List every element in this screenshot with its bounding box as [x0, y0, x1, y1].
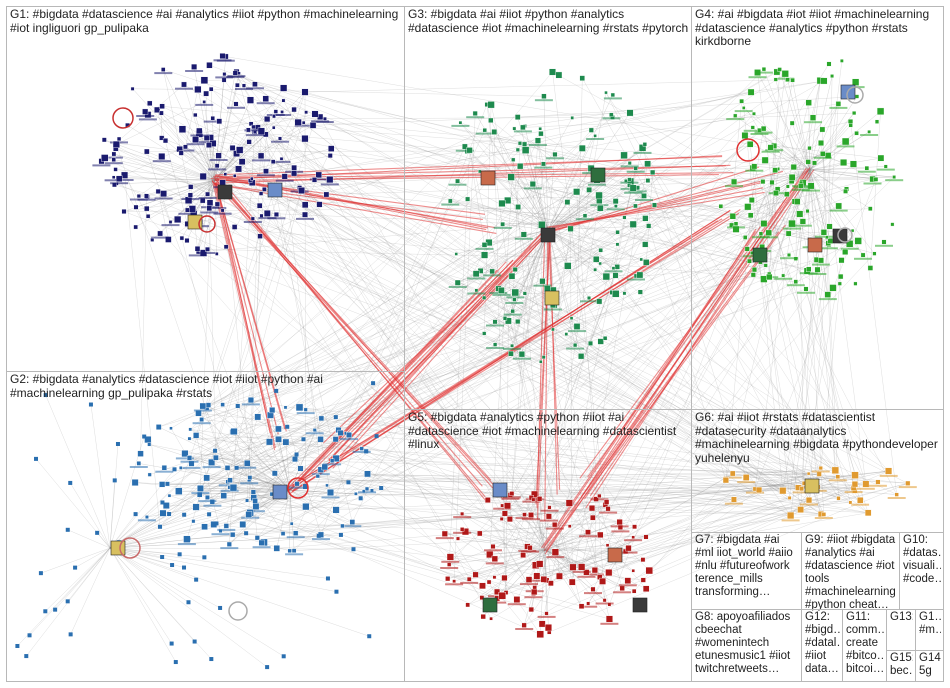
group-label-g2: G2: #bigdata #analytics #datascience #io…: [10, 373, 402, 400]
group-label-g9: G9: #iiot #bigdata #analytics #ai #datas…: [805, 534, 897, 612]
group-box-g14: G14: 5g: [915, 650, 944, 682]
group-box-g6: G6: #ai #iiot #rstats #datascientist #da…: [691, 409, 944, 533]
group-label-g10: G10: #datas… visuali… #code…: [903, 534, 941, 586]
group-box-g8: G8: apoyoafiliados cbeechat #womenintech…: [691, 609, 802, 682]
group-box-g4: G4: #ai #bigdata #iot #iiot #machinelear…: [691, 6, 944, 410]
group-box-g13: G13:: [886, 609, 916, 651]
group-label-g8: G8: apoyoafiliados cbeechat #womenintech…: [695, 611, 799, 676]
group-box-g5: G5: #bigdata #analytics #python #iiot #a…: [404, 409, 692, 682]
group-label-g14: G14: 5g: [919, 652, 941, 678]
group-label-g3: G3: #bigdata #ai #iiot #python #analytic…: [408, 8, 689, 35]
group-label-g1: G1: #bigdata #datascience #ai #analytics…: [10, 8, 402, 35]
group-box-g15: G15: bec…: [886, 650, 916, 682]
group-box-g2: G2: #bigdata #analytics #datascience #io…: [6, 371, 405, 682]
group-label-g1x: G1… #m…: [919, 611, 941, 637]
group-label-g13: G13:: [890, 611, 913, 624]
group-box-g9: G9: #iiot #bigdata #analytics #ai #datas…: [801, 532, 900, 610]
group-box-g3: G3: #bigdata #ai #iiot #python #analytic…: [404, 6, 692, 410]
group-label-g4: G4: #ai #bigdata #iot #iiot #machinelear…: [695, 8, 941, 49]
group-label-g7: G7: #bigdata #ai #ml iiot_world #aiio #n…: [695, 534, 799, 599]
group-label-g15: G15: bec…: [890, 652, 913, 678]
group-box-g10: G10: #datas… visuali… #code…: [899, 532, 944, 610]
group-box-g7: G7: #bigdata #ai #ml iiot_world #aiio #n…: [691, 532, 802, 610]
group-box-g1x: G1… #m…: [915, 609, 944, 651]
group-box-g11: G11: comm… create #bitco… bitcoi…: [842, 609, 887, 682]
group-label-g6: G6: #ai #iiot #rstats #datascientist #da…: [695, 411, 941, 465]
group-label-g5: G5: #bigdata #analytics #python #iiot #a…: [408, 411, 689, 452]
group-box-g12: G12: #bigd… #datal… #iiot data…: [801, 609, 843, 682]
group-label-g12: G12: #bigd… #datal… #iiot data…: [805, 611, 840, 676]
group-label-g11: G11: comm… create #bitco… bitcoi…: [846, 611, 884, 676]
group-box-g1: G1: #bigdata #datascience #ai #analytics…: [6, 6, 405, 372]
